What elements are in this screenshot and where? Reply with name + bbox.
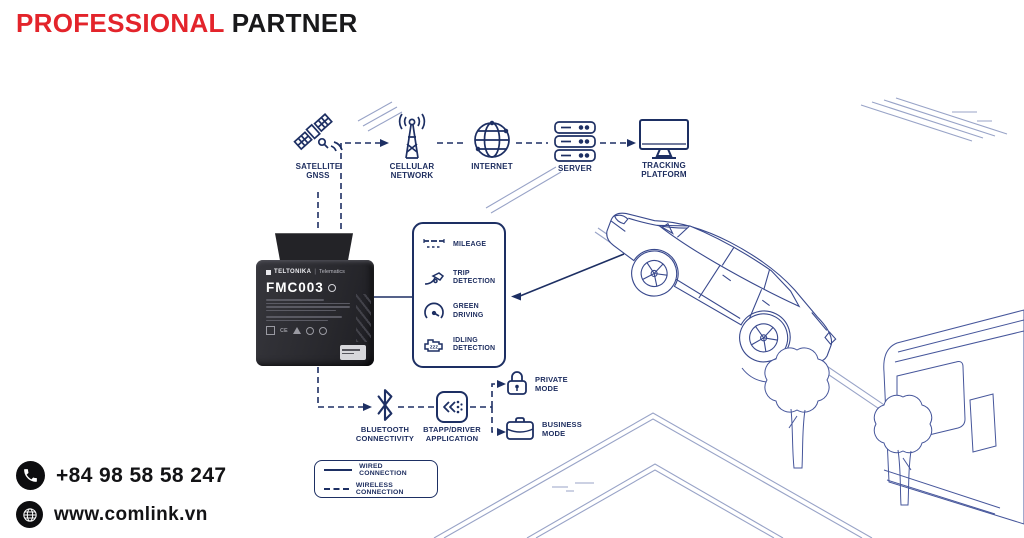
mileage-icon	[421, 233, 447, 257]
node-btapp: BTAPP/DRIVER APPLICATION	[412, 391, 492, 444]
website-icon	[16, 501, 43, 528]
connection-legend: WIRED CONNECTION WIRELESS CONNECTION	[314, 460, 438, 498]
device-spec-line	[266, 309, 336, 311]
bluetooth-icon	[373, 387, 397, 423]
tracking-icon	[637, 117, 691, 161]
dashed-line-sample	[324, 487, 349, 490]
cellular-label: CELLULAR NETWORK	[389, 162, 435, 181]
feature-label: IDLING DETECTION	[453, 336, 496, 352]
feature-label: MILEAGE	[453, 240, 487, 248]
certification-icons: CE	[266, 326, 364, 335]
brand-professional: PROFESSIONAL	[16, 8, 225, 38]
device-brand-row: TELTONIKA | Telematics	[266, 269, 364, 275]
node-server: SERVER	[541, 120, 609, 173]
private-mode-label: PRIVATE MODE	[535, 374, 568, 393]
svg-text:zzz: zzz	[430, 344, 439, 350]
legend-wired: WIRED CONNECTION	[324, 463, 428, 477]
green-icon	[421, 300, 447, 324]
node-satellite: SATELLITE GNSS	[284, 112, 352, 181]
device-brand: TELTONIKA	[274, 269, 312, 275]
cellular-icon	[389, 112, 435, 162]
phone-number: +84 98 58 58 247	[56, 463, 227, 487]
device-spec-line	[266, 319, 328, 321]
device-spec-line	[266, 306, 350, 308]
satellite-label: SATELLITE GNSS	[295, 162, 341, 181]
device-brand-sub: Telematics	[318, 269, 345, 275]
node-tracking: TRACKING PLATFORM	[628, 117, 700, 180]
device-spec-line	[266, 316, 342, 318]
phone-contact: +84 98 58 58 247	[16, 461, 226, 490]
btapp-label: BTAPP/DRIVER APPLICATION	[423, 425, 481, 443]
node-internet: INTERNET	[458, 118, 526, 171]
features-box: MILEAGE TRIP DETECTION	[412, 222, 506, 368]
feature-label: TRIP DETECTION	[453, 269, 496, 286]
server-label: SERVER	[558, 164, 592, 173]
sedan-illustration	[606, 212, 837, 363]
device-spec-line	[266, 302, 350, 304]
device-label-chip	[340, 345, 366, 360]
btapp-icon	[436, 391, 468, 423]
device-model: FMC003	[266, 280, 324, 295]
website-url: www.comlink.vn	[54, 503, 208, 525]
phone-icon	[16, 461, 45, 490]
wired-connections	[372, 253, 625, 298]
business-mode-label: BUSINESS MODE	[542, 419, 582, 438]
satellite-icon	[289, 112, 347, 162]
device-vents	[356, 294, 371, 342]
bus-illustration	[883, 309, 1024, 525]
node-bluetooth: BLUETOOTH CONNECTIVITY	[330, 387, 440, 444]
feature-mileage: MILEAGE	[421, 233, 497, 257]
feature-idling-detection: zzz IDLING DETECTION	[421, 333, 497, 357]
bluetooth-label: BLUETOOTH CONNECTIVITY	[355, 425, 415, 443]
brand-partner: PARTNER	[231, 8, 358, 38]
node-cellular: CELLULAR NETWORK	[378, 112, 446, 181]
website-contact: www.comlink.vn	[16, 501, 208, 528]
obd-connector	[275, 233, 353, 263]
tracking-label: TRACKING PLATFORM	[641, 161, 687, 180]
tree	[764, 347, 830, 469]
node-business-mode: BUSINESS MODE	[505, 414, 582, 443]
tree	[873, 394, 933, 506]
device-spec-line	[266, 299, 324, 301]
warning-icon	[292, 327, 301, 334]
fmc003-device: TELTONIKA | Telematics FMC003 CE	[256, 230, 374, 366]
wireless-connections	[317, 142, 627, 433]
idling-icon: zzz	[421, 333, 447, 357]
feature-label: GREEN DRIVING	[453, 303, 484, 319]
node-private-mode: PRIVATE MODE	[506, 370, 568, 397]
weee-icon	[266, 326, 275, 335]
device-model-row: FMC003	[266, 280, 364, 295]
connection-arrowheads	[363, 139, 636, 436]
feature-trip-detection: TRIP DETECTION	[421, 266, 497, 290]
trip-icon	[421, 266, 447, 290]
internet-icon	[470, 118, 514, 162]
legend-wireless: WIRELESS CONNECTION	[324, 482, 428, 496]
cert-ring-icon	[318, 326, 327, 335]
server-icon	[552, 120, 598, 164]
business-icon	[505, 414, 535, 443]
feature-green-driving: GREEN DRIVING	[421, 300, 497, 324]
device-badge-icon	[327, 283, 336, 292]
private-icon	[506, 370, 528, 397]
teltonika-logo-icon	[266, 269, 271, 275]
internet-label: INTERNET	[471, 162, 513, 171]
device-body: TELTONIKA | Telematics FMC003 CE	[256, 260, 374, 366]
solid-line-sample	[324, 468, 353, 471]
cert-ring-icon	[305, 326, 314, 335]
